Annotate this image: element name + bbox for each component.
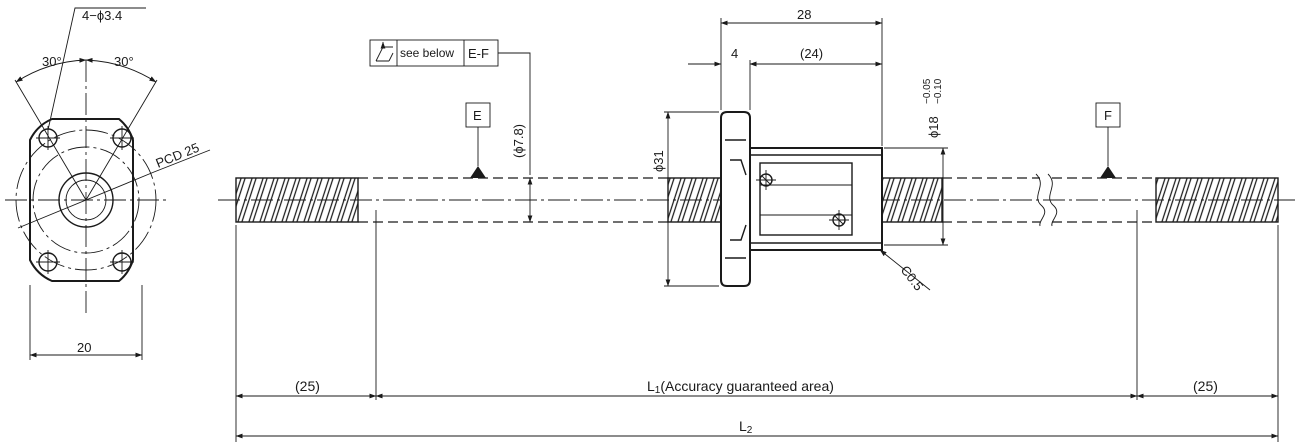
dim-nut-length: 28 <box>797 7 811 22</box>
datum-f-marker <box>1095 102 1121 178</box>
dim-flange-dia: ϕ31 <box>651 150 666 172</box>
hole-spec-label: 4−ϕ3.4 <box>82 8 122 23</box>
dim-nut-body: (24) <box>800 46 823 61</box>
dim-l1-note: (Accuracy guaranteed area) <box>660 378 834 394</box>
dim-l1-main: L <box>647 378 655 394</box>
ball-nut <box>720 111 883 287</box>
dim-flange-thickness: 4 <box>731 46 738 61</box>
angle-right-label: 30° <box>114 54 134 69</box>
dim-nut-tol-lower: −0.10 <box>933 78 944 104</box>
dim-l1-label: L1(Accuracy guaranteed area) <box>647 378 834 396</box>
dim-chamfer: C0.5 <box>898 263 927 294</box>
dim-l2-label: L2 <box>739 418 753 436</box>
datum-e-marker <box>465 102 491 178</box>
length-dimension-lines <box>235 210 1279 442</box>
oil-hole-marks <box>756 170 849 230</box>
dim-nut-tol-upper: −0.05 <box>922 78 933 104</box>
datum-f-label: F <box>1104 108 1112 123</box>
datum-e-label: E <box>473 108 482 123</box>
tolerance-datum-ref: E-F <box>468 46 489 61</box>
dim-l1-sub: 1 <box>655 385 661 396</box>
tolerance-note: see below <box>400 46 454 60</box>
dim-end-right: (25) <box>1193 378 1218 394</box>
nut-dimension-lines <box>527 18 948 291</box>
pcd-label: PCD 25 <box>154 140 202 171</box>
nut-end-view <box>5 7 211 360</box>
mounting-hole-marks <box>36 126 134 274</box>
dim-nut-dia: ϕ18 <box>926 116 941 138</box>
dim-shaft-dia: (ϕ7.8) <box>511 124 526 158</box>
total-runout-icon <box>375 41 394 62</box>
screw-shaft <box>218 173 1295 227</box>
dim-l2-main: L <box>739 418 747 434</box>
dim-l2-sub: 2 <box>747 425 753 436</box>
width-dim-label: 20 <box>77 340 91 355</box>
dim-end-left: (25) <box>295 378 320 394</box>
angle-left-label: 30° <box>42 54 62 69</box>
tolerance-frame <box>369 39 531 175</box>
